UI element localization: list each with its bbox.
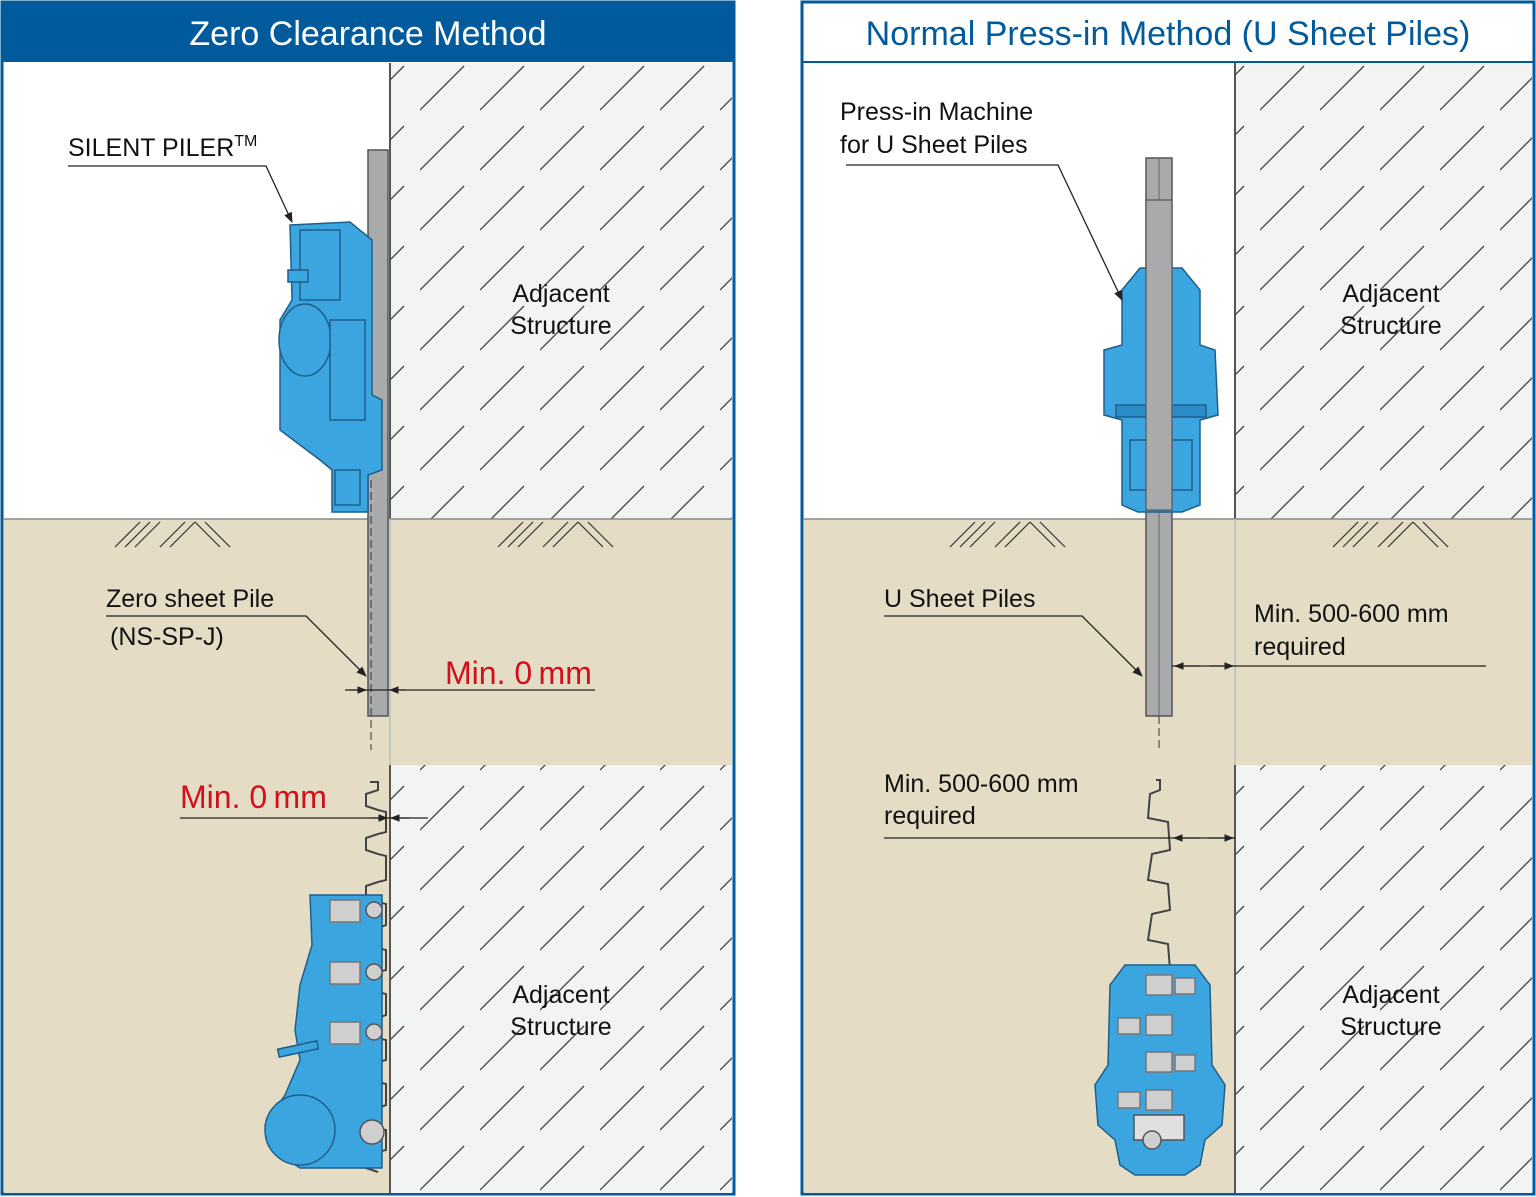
silent-piler-machine (278, 221, 383, 513)
left-title: Zero Clearance Method (189, 15, 546, 53)
left-structure-label-2: Structure (510, 312, 611, 340)
left-panel: Zero Clearance Method SILE (0, 0, 736, 1196)
right-plan-structure-label-2: Structure (1340, 1013, 1441, 1041)
press-in-machine-label-1: Press-in Machine (840, 98, 1033, 126)
right-clearance-elevation-2: required (1254, 633, 1346, 661)
u-sheet-piles-leader (884, 615, 1143, 677)
right-title: Normal Press-in Method (U Sheet Piles) (866, 15, 1471, 53)
right-structure-label-2: Structure (1340, 312, 1441, 340)
silent-piler-label: SILENT PILERTM (68, 133, 257, 162)
zero-sheet-pile-label-2: (NS-SP-J) (110, 623, 224, 651)
left-plan-structure-label-1: Adjacent (512, 981, 609, 1009)
left-structure-label-1: Adjacent (512, 280, 609, 308)
press-in-machine-label-2: for U Sheet Piles (840, 131, 1028, 159)
zero-sheet-pile-label-1: Zero sheet Pile (106, 585, 274, 613)
right-plan-structure-label-1: Adjacent (1342, 981, 1439, 1009)
right-clearance-plan-1: Min. 500-600 mm (884, 770, 1079, 798)
silent-piler-plan (264, 894, 385, 1169)
press-in-machine-plan (1094, 964, 1226, 1176)
left-clearance-elevation-label: Min. 0 mm (445, 655, 592, 691)
left-clearance-plan-label: Min. 0 mm (180, 779, 327, 815)
left-ground-symbol-2 (497, 521, 614, 548)
left-title-bar (2, 2, 734, 62)
right-structure-label-1: Adjacent (1342, 280, 1439, 308)
right-ground-symbol-2 (1332, 521, 1449, 548)
right-clearance-plan-2: required (884, 802, 976, 830)
left-plan-structure-label-2: Structure (510, 1013, 611, 1041)
right-panel: Normal Press-in Method (U Sheet Piles) P… (800, 0, 1536, 1196)
silent-piler-leader (68, 165, 293, 223)
press-in-machine-leader (846, 164, 1123, 301)
right-clearance-elevation-1: Min. 500-600 mm (1254, 600, 1449, 628)
zero-sheet-pile-leader (106, 615, 367, 677)
left-ground-symbol-1 (114, 521, 231, 548)
u-sheet-piles-label: U Sheet Piles (884, 585, 1035, 613)
right-ground-symbol-1 (949, 521, 1066, 548)
